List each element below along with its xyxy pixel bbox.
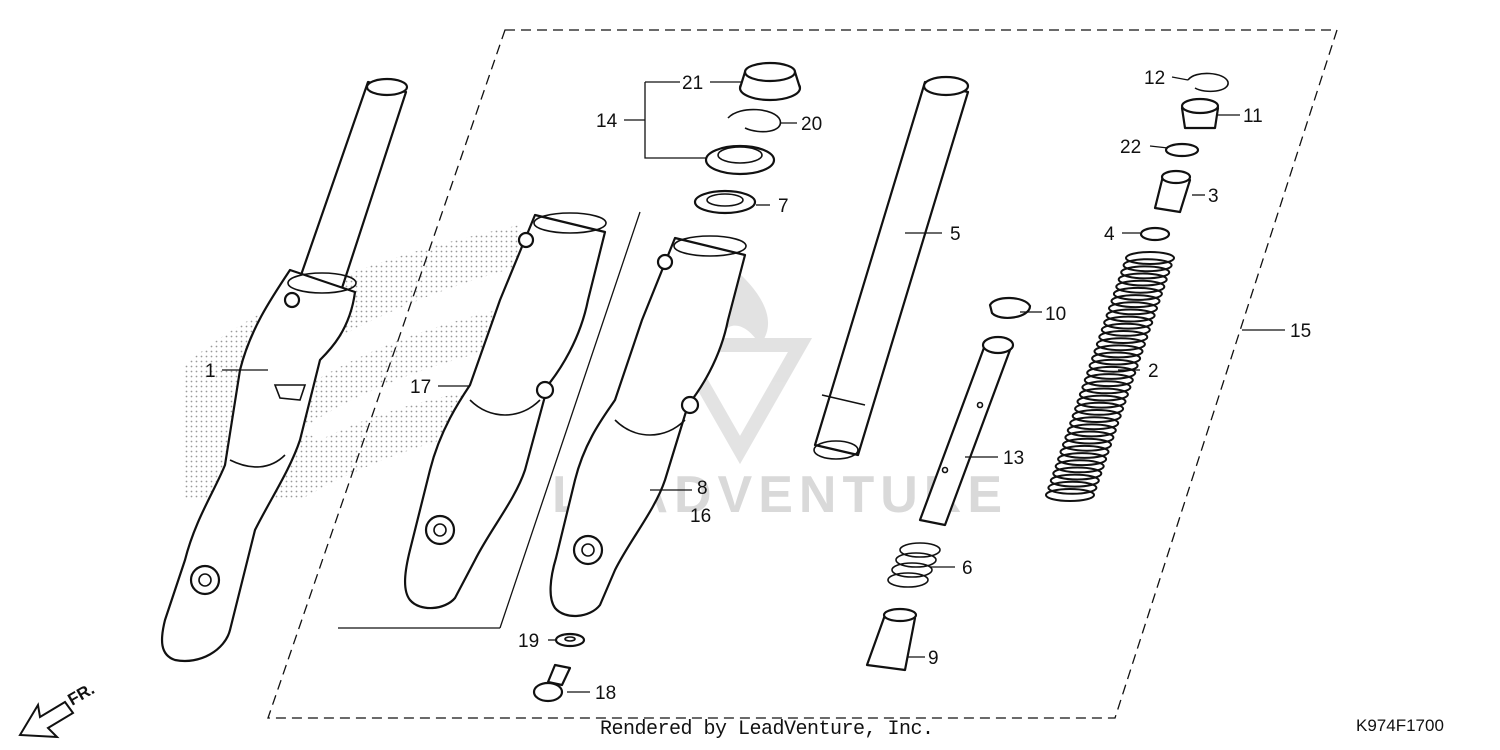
- spring-coil: [1083, 373, 1134, 388]
- callout-10: 10: [1045, 304, 1066, 325]
- callout-15: 15: [1290, 321, 1311, 342]
- spring-coil: [1081, 380, 1132, 395]
- part-9-oil-lock-piece: [865, 607, 918, 672]
- part-18-socket-bolt: [532, 663, 572, 703]
- front-direction-arrow: FR.: [18, 679, 98, 739]
- part-12-circlip: [1187, 72, 1229, 93]
- leader-lines: [222, 76, 1285, 693]
- part-19-washer: [554, 632, 586, 648]
- spring-coil: [1078, 387, 1129, 402]
- spring-coil: [1088, 358, 1139, 373]
- callout-12: 12: [1144, 68, 1165, 89]
- spring-coil: [1112, 286, 1163, 301]
- direction-label: FR.: [65, 679, 98, 709]
- callout-18: 18: [595, 683, 616, 704]
- spring-coil: [1091, 351, 1142, 366]
- spring-coil: [1054, 459, 1105, 474]
- spring-coil: [1057, 452, 1108, 467]
- callout-13: 13: [1003, 448, 1024, 469]
- callout-2: 2: [1148, 361, 1159, 382]
- variant-divider: [338, 211, 641, 629]
- part-7-washer: [693, 189, 757, 215]
- callout-9: 9: [928, 648, 939, 669]
- part-21-dust-seal: [738, 61, 802, 102]
- rendered-by-credit: Rendered by LeadVenture, Inc.: [600, 718, 934, 741]
- callout-7: 7: [778, 196, 789, 217]
- callout-16: 16: [690, 506, 711, 527]
- spring-coil: [1066, 423, 1117, 438]
- spring-coil: [1117, 272, 1168, 287]
- part-20-circlip: [727, 108, 782, 133]
- spring-coil: [1047, 480, 1098, 495]
- callout-21: 21: [682, 73, 703, 94]
- part-11-fork-bolt: [1180, 97, 1220, 130]
- part-2-fork-spring: [1045, 251, 1175, 502]
- part-1-fork-assembly: [160, 77, 409, 663]
- part-22-o-ring: [1164, 142, 1200, 158]
- part-17-fork-slider: [404, 212, 607, 610]
- part-10-snap-ring: [988, 296, 1032, 320]
- spring-coil: [1110, 294, 1161, 309]
- callout-8: 8: [697, 478, 708, 499]
- callout-6: 6: [962, 558, 973, 579]
- assembly-boundary: [267, 29, 1338, 719]
- part-13-damper-rod: [918, 335, 1015, 527]
- part-3-spacer: [1153, 169, 1192, 214]
- spring-coil: [1098, 330, 1149, 344]
- callout-20: 20: [801, 114, 822, 135]
- spring-coil: [1125, 251, 1175, 265]
- callout-3: 3: [1208, 186, 1219, 207]
- spring-coil: [1069, 416, 1120, 431]
- callout-4: 4: [1104, 224, 1115, 245]
- spring-coil: [1103, 315, 1154, 330]
- callout-1: 1: [205, 361, 216, 382]
- spring-coil: [1062, 437, 1112, 452]
- spring-coil: [1086, 365, 1137, 380]
- spring-coil: [1049, 473, 1100, 488]
- part-4-spring-seat: [1139, 226, 1171, 242]
- part-6-rebound-spring: [887, 542, 941, 588]
- spring-coil: [1120, 265, 1171, 280]
- spring-coil: [1064, 430, 1115, 445]
- spring-coil: [1105, 308, 1156, 323]
- spring-coil: [1108, 301, 1158, 316]
- callout-19: 19: [518, 631, 539, 652]
- callout-17: 17: [410, 377, 431, 398]
- part-5-fork-pipe: [813, 75, 970, 460]
- spring-coil: [1052, 466, 1103, 481]
- spring-coil: [1059, 444, 1110, 459]
- spring-coil: [1045, 488, 1095, 502]
- spring-coil: [1093, 344, 1144, 359]
- spring-coil: [1115, 279, 1166, 294]
- callout-5: 5: [950, 224, 961, 245]
- callout-labels: 1 2 3 4 5 6 7 8 9 10 11 12 13 14 15 16 1…: [205, 68, 1311, 704]
- callout-14: 14: [596, 111, 618, 132]
- diagram-code: K974F1700: [1356, 716, 1444, 735]
- part-14-oil-seal: [704, 144, 776, 176]
- callout-22: 22: [1120, 137, 1141, 158]
- spring-coil: [1095, 337, 1146, 352]
- spring-coil: [1100, 322, 1151, 337]
- spring-coil: [1076, 394, 1127, 409]
- spring-coil: [1122, 258, 1173, 273]
- spring-coil: [1071, 409, 1122, 423]
- part-8-16-fork-slider: [549, 235, 747, 617]
- callout-11: 11: [1243, 106, 1263, 127]
- spring-coil: [1074, 401, 1125, 416]
